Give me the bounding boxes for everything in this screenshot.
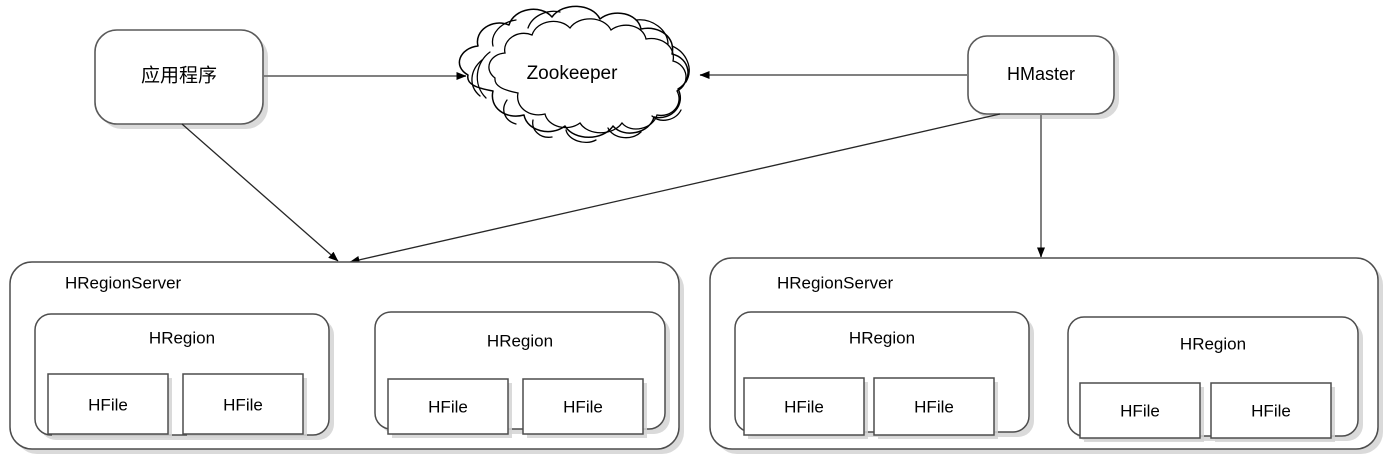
zookeeper-sketch-11: [491, 19, 517, 47]
regionserver-left[interactable]: HRegionServer HRegion HFile HFile HRegio…: [9, 261, 684, 454]
edge-application-to-regionserver-left: [181, 123, 339, 262]
hfile-box[interactable]: HFile: [522, 378, 647, 438]
zookeeper-sketch-9: [635, 19, 669, 45]
regionserver-left-region-0[interactable]: HRegion HFile HFile: [34, 313, 334, 440]
hfile-rect: [1210, 382, 1332, 439]
hfile-box[interactable]: HFile: [1210, 382, 1335, 442]
zookeeper-sketch-1: [471, 59, 483, 97]
zookeeper-sketch-5: [565, 129, 597, 144]
zookeeper-cloud-inner: [488, 18, 687, 134]
application-box: [94, 29, 264, 125]
hfile-label: HFile: [1120, 401, 1160, 420]
hfile-rect: [522, 378, 644, 435]
zookeeper-sketch-7: [651, 109, 682, 121]
region-label: HRegion: [487, 331, 553, 350]
node-zookeeper[interactable]: Zookeeper: [458, 5, 690, 144]
edge-hmaster-to-regionserver-left: [349, 113, 1001, 264]
hfile-label: HFile: [223, 395, 263, 414]
regionserver-left-region-1[interactable]: HRegion HFile HFile: [374, 311, 670, 438]
zookeeper-sketch-4: [532, 119, 553, 138]
node-hmaster[interactable]: HMaster: [967, 35, 1119, 119]
zookeeper-cloud-outer: [458, 5, 689, 138]
node-application[interactable]: 应用程序: [94, 29, 268, 129]
hfile-label: HFile: [428, 397, 468, 416]
hfile-label: HFile: [1251, 401, 1291, 420]
zookeeper-sketch-8: [671, 45, 690, 83]
regionserver-right-region-1[interactable]: HRegion HFile HFile: [1067, 316, 1363, 442]
hfile-rect: [182, 373, 304, 435]
hfile-rect: [1079, 382, 1201, 439]
hfile-rect: [743, 377, 865, 436]
zookeeper-label: Zookeeper: [527, 63, 619, 84]
hfile-rect: [387, 378, 509, 435]
hmaster-label: HMaster: [1007, 64, 1075, 84]
region-label: HRegion: [1180, 334, 1246, 353]
hfile-rect: [873, 377, 995, 436]
hfile-box[interactable]: HFile: [47, 373, 172, 438]
regionserver-right[interactable]: HRegionServer HRegion HFile HFile HRegio…: [709, 257, 1383, 454]
regionserver-right-region-0[interactable]: HRegion HFile HFile: [734, 311, 1034, 439]
zookeeper-sketch-6: [607, 127, 642, 139]
hfile-box[interactable]: HFile: [387, 378, 512, 438]
hfile-box[interactable]: HFile: [1079, 382, 1204, 442]
regionserver-left-label: HRegionServer: [65, 273, 182, 292]
hfile-box[interactable]: HFile: [182, 373, 307, 438]
application-label: 应用程序: [141, 65, 217, 87]
zookeeper-sketch-10: [527, 10, 561, 29]
hfile-rect: [47, 373, 169, 435]
hfile-label: HFile: [784, 397, 824, 416]
hfile-label: HFile: [914, 397, 954, 416]
hfile-label: HFile: [563, 397, 603, 416]
hfile-label: HFile: [88, 395, 128, 414]
zookeeper-sketch-2: [476, 51, 491, 99]
hfile-box[interactable]: HFile: [743, 377, 868, 439]
region-label: HRegion: [849, 328, 915, 347]
regionserver-right-label: HRegionServer: [777, 273, 894, 292]
zookeeper-sketch-3: [503, 99, 517, 125]
region-label: HRegion: [149, 328, 215, 347]
hfile-box[interactable]: HFile: [873, 377, 998, 439]
